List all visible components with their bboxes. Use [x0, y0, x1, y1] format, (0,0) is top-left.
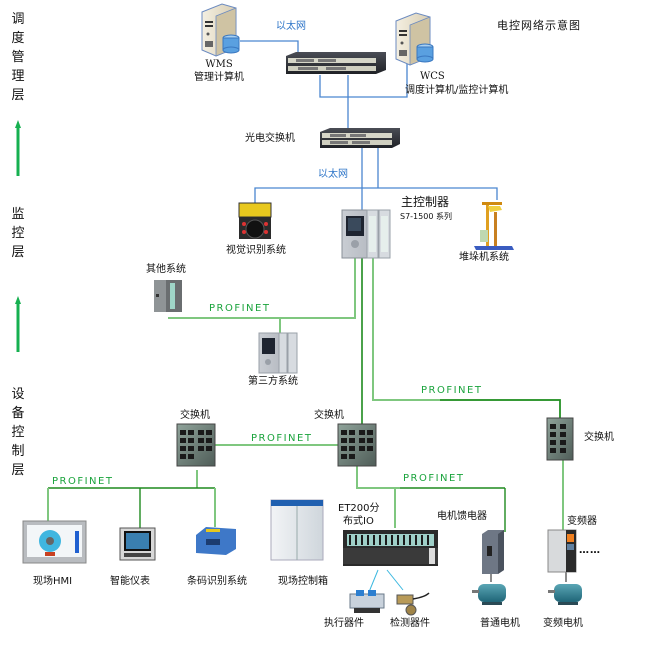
- third-party-label: 第三方系统: [248, 376, 298, 387]
- industrial-switch-right-icon: [546, 417, 574, 461]
- barcode-label: 条码识别系统: [187, 576, 247, 587]
- vision-camera-icon: [238, 202, 272, 239]
- switch-left-label: 交换机: [180, 410, 210, 421]
- other-system-label: 其他系统: [146, 264, 186, 275]
- motor-normal-icon: [472, 584, 506, 605]
- switch-mid-label: 交换机: [314, 410, 344, 421]
- line-topswitch-left: [319, 62, 408, 98]
- hmi-label: 现场HMI: [33, 576, 73, 587]
- et200-io-icon: [343, 530, 438, 566]
- wms-server-icon: [201, 3, 240, 57]
- line-main-to-switch-right-dark: [440, 399, 561, 418]
- motor-normal-label: 普通电机: [480, 618, 520, 629]
- wcs-desc: 调度计算机/监控计算机: [405, 85, 509, 96]
- arrow-up-icon: [15, 296, 21, 352]
- profinet-lines: [47, 258, 564, 532]
- other-system-plc-icon: [154, 280, 182, 312]
- ethernet-bus-mid: [254, 187, 498, 205]
- proximity-sensor-icon: [396, 592, 430, 616]
- layer-label-monitor: 监控层: [11, 207, 25, 260]
- ethernet-label-mid: 以太网: [318, 169, 348, 180]
- et200-label-line1: ET200分: [338, 503, 380, 514]
- ethernet-switch-icon: [286, 52, 386, 74]
- wms-name: WMS: [205, 59, 233, 70]
- barcode-reader-icon: [196, 527, 236, 555]
- vision-label: 视觉识别系统: [226, 245, 286, 256]
- ethernet-lines: [240, 40, 498, 210]
- profinet-label-right: PROFINET: [421, 385, 483, 396]
- profinet-label-switch-link: PROFINET: [251, 433, 313, 444]
- main-controller-plc-icon: [341, 209, 391, 259]
- hmi-panel-icon: [22, 520, 87, 564]
- actuator-valve-icon: [349, 590, 385, 613]
- line-other-to-main: [168, 258, 356, 319]
- vfd-label: 变频器: [567, 516, 597, 527]
- industrial-switch-mid-icon: [337, 423, 377, 467]
- optical-switch-icon: [320, 128, 400, 148]
- wcs-server-icon: [395, 12, 434, 66]
- profinet-label-left-bus: PROFINET: [52, 476, 114, 487]
- main-controller-name: 主控制器: [401, 195, 450, 209]
- line-switch-mid-down: [356, 465, 400, 489]
- main-controller-series: S7-1500 系列: [400, 212, 452, 221]
- actuator-label: 执行器件: [324, 618, 364, 629]
- vfd-drive-icon: [547, 529, 577, 573]
- more-devices-ellipsis: ……: [579, 545, 601, 556]
- third-party-plc-icon: [258, 332, 298, 374]
- arrow-up-icon: [15, 120, 21, 176]
- profinet-label-upper: PROFINET: [209, 303, 271, 314]
- motor-vfd-label: 变频电机: [543, 618, 583, 629]
- motor-shafts: [490, 572, 567, 582]
- motor-vfd-icon: [548, 584, 582, 605]
- profinet-label-right-bus: PROFINET: [403, 473, 465, 484]
- cabinet-label: 现场控制箱: [278, 576, 328, 587]
- io-wiring: [368, 569, 404, 593]
- wms-desc: 管理计算机: [194, 72, 244, 83]
- motor-feeder-icon: [482, 530, 504, 574]
- line-wms-to-switch: [240, 40, 299, 55]
- feeder-label: 电机馈电器: [437, 511, 487, 522]
- control-cabinet-icon: [270, 499, 324, 561]
- wcs-name: WCS: [420, 71, 445, 82]
- sensor-label: 检测器件: [390, 618, 430, 629]
- stacker-crane-icon: [474, 202, 514, 250]
- smart-meter-icon: [119, 527, 156, 561]
- industrial-switch-left-icon: [176, 423, 216, 467]
- meter-label: 智能仪表: [110, 576, 150, 587]
- ethernet-label-top: 以太网: [276, 21, 306, 32]
- stacker-label: 堆垛机系统: [459, 252, 509, 263]
- layer-label-dispatch: 调度管理层: [11, 12, 25, 103]
- layer-label-device: 设备控制层: [11, 387, 25, 478]
- optical-switch-label: 光电交换机: [245, 133, 295, 144]
- diagram-title: 电控网络示意图: [497, 19, 581, 32]
- switch-right-label: 交换机: [584, 432, 614, 443]
- et200-label-line2: 布式IO: [343, 516, 374, 527]
